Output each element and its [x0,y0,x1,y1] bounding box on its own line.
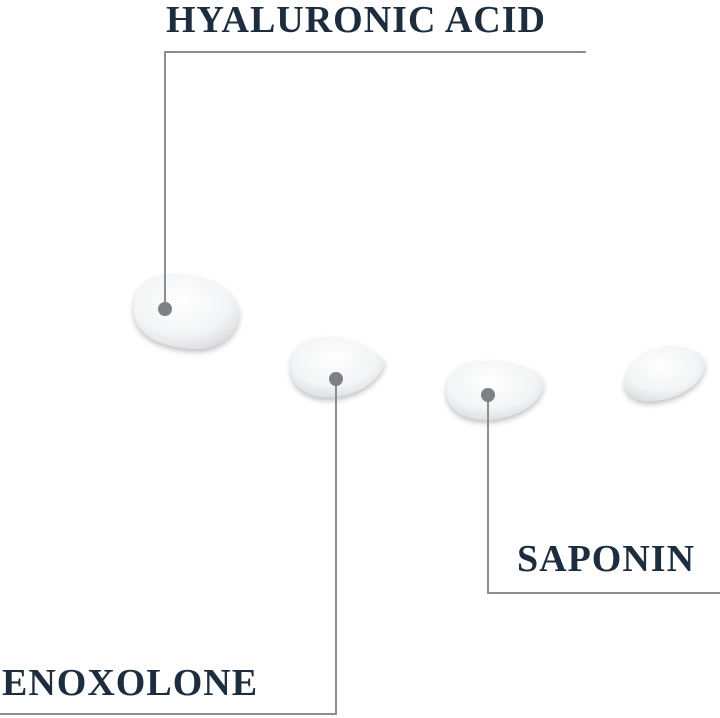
cream-drop-4 [624,346,705,402]
cream-drop-3 [446,360,544,420]
leader-line-enoxolone [0,379,337,715]
cream-drop-1 [133,274,239,350]
leader-line-hyaluronic-acid [164,51,586,309]
marker-dot-saponin [481,388,495,402]
leader-line-saponin [487,395,720,594]
label-enoxolone: ENOXOLONE [2,662,259,704]
label-saponin: SAPONIN [517,538,696,580]
label-hyaluronic-acid: HYALURONIC ACID [166,0,546,41]
marker-dot-hyaluronic-acid [158,302,172,316]
cream-drop-2 [290,336,385,398]
marker-dot-enoxolone [329,372,343,386]
